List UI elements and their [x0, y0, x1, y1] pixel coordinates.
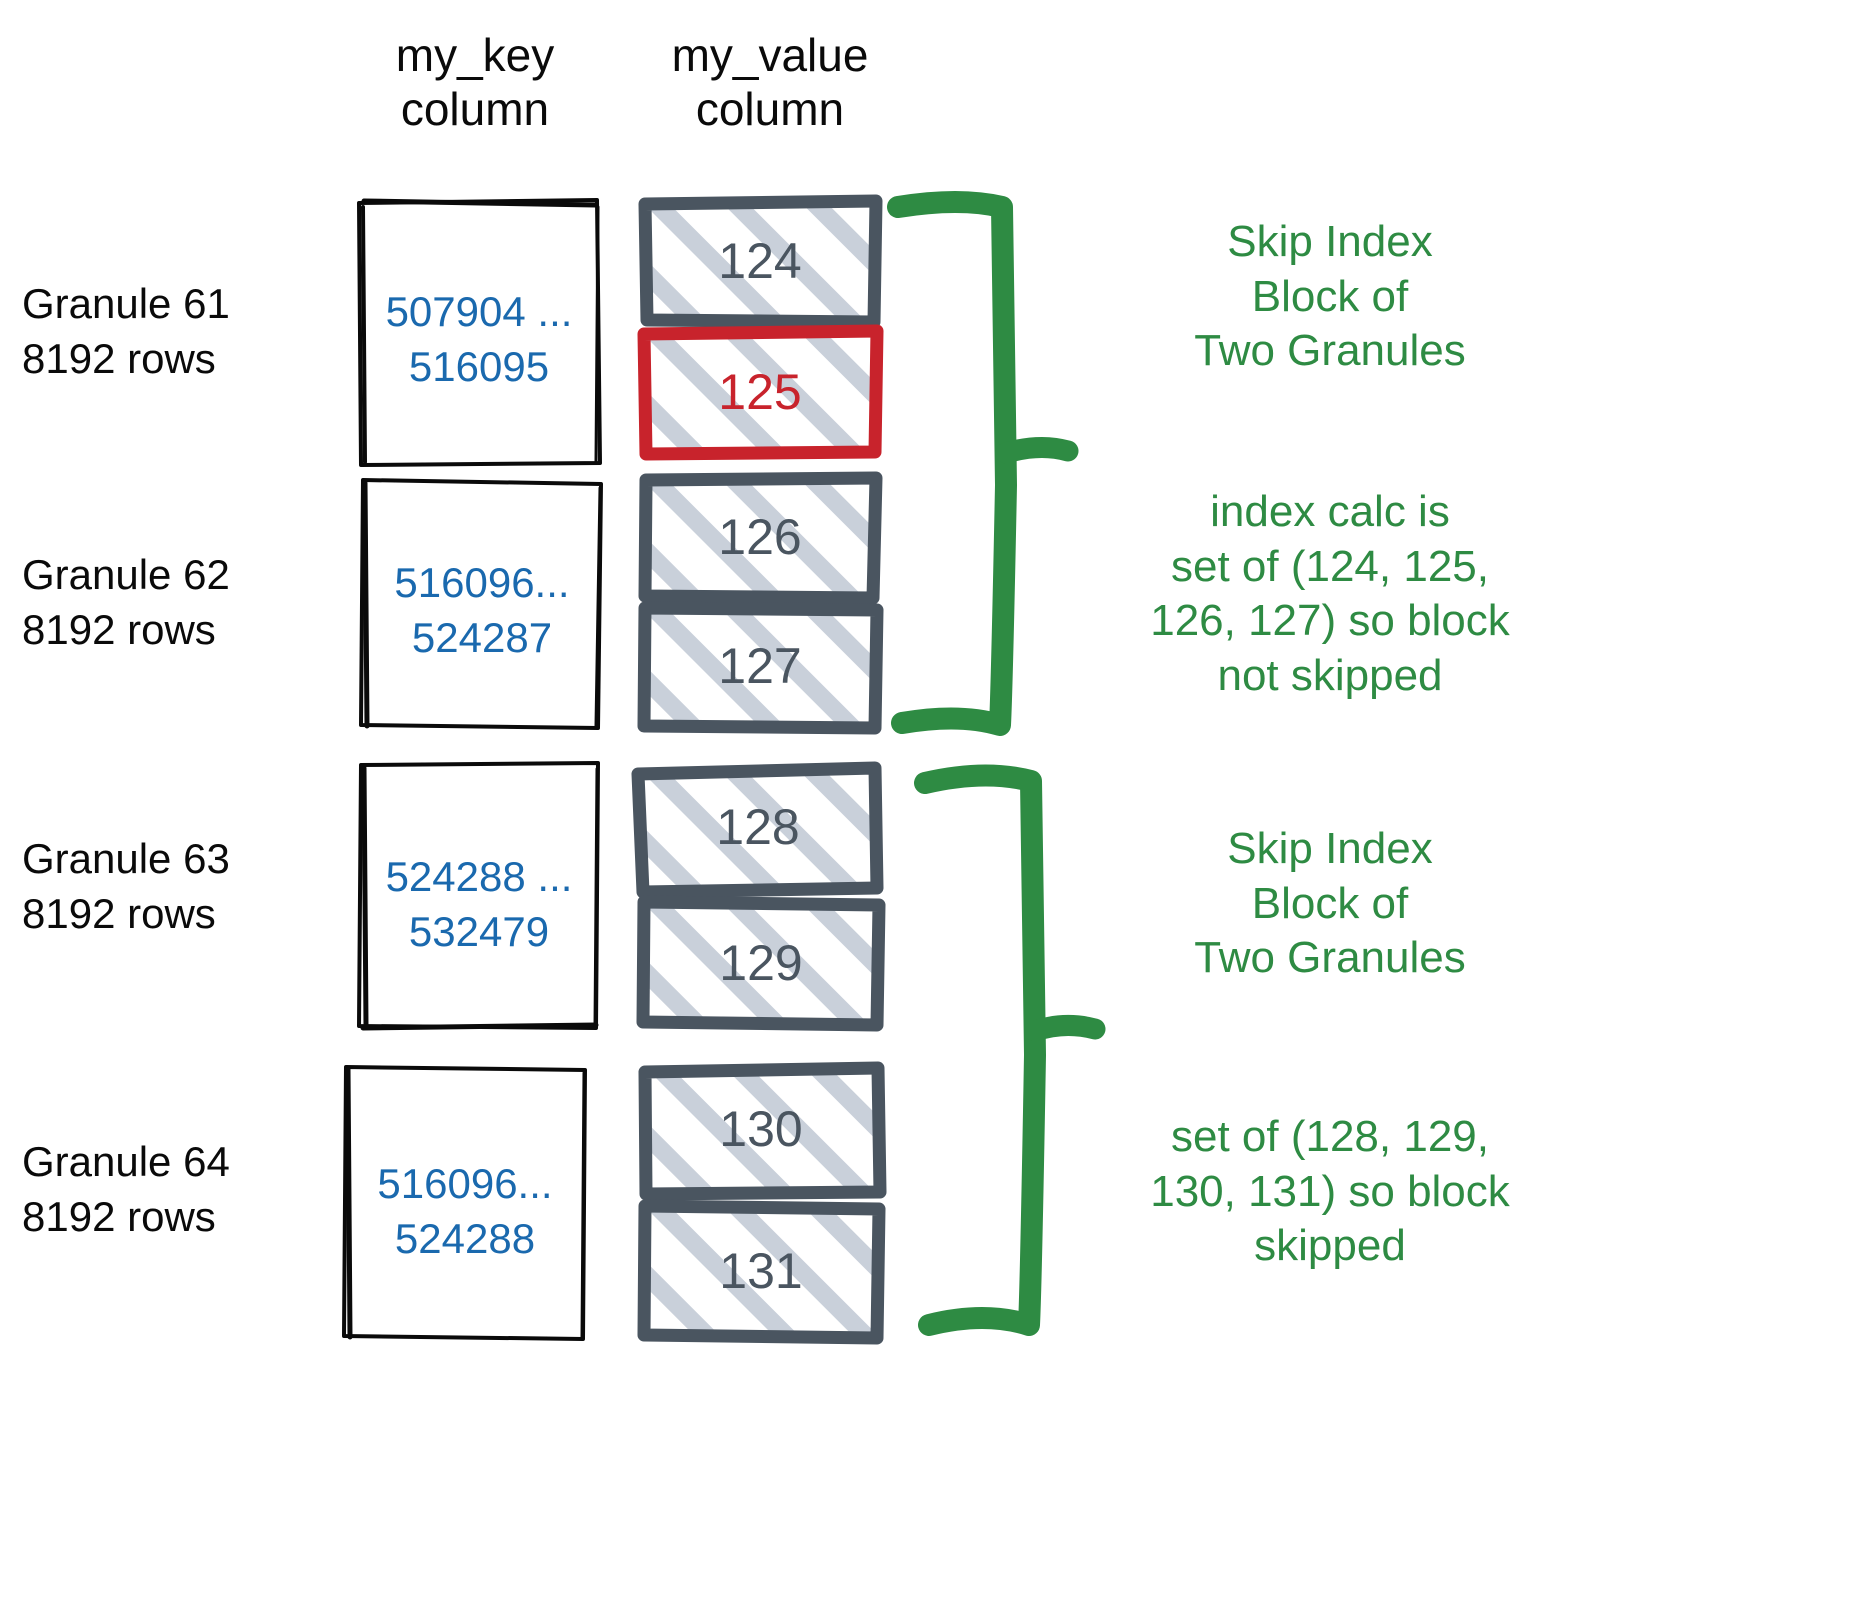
value-text-127: 127 [718, 638, 802, 694]
value-box-126: 126 [636, 471, 884, 605]
granule-label-61: Granule 61 8192 rows [22, 280, 230, 382]
granule-label-64: Granule 64 8192 rows [22, 1138, 230, 1240]
note-index-calc-not-skipped: index calc is set of (124, 125, 126, 127… [1150, 487, 1510, 700]
key-range-granule-62: 516096... 524287 [394, 559, 570, 661]
skip-index-bracket-top [887, 191, 1079, 736]
value-text-130: 130 [719, 1101, 803, 1157]
key-box-granule-62: 516096... 524287 [358, 476, 606, 732]
value-box-130: 130 [636, 1058, 887, 1201]
value-text-128: 128 [716, 799, 800, 855]
note-skip-index-block-top: Skip Index Block of Two Granules [1194, 217, 1466, 376]
value-text-126: 126 [718, 509, 802, 565]
note-skip-index-block-bottom: Skip Index Block of Two Granules [1194, 824, 1466, 983]
column-header-my-key: my_key column [395, 29, 555, 136]
value-box-125: 125 [636, 324, 884, 461]
key-range-granule-63: 524288 ... 532479 [385, 853, 573, 955]
value-box-127: 127 [636, 601, 884, 735]
value-text-124: 124 [718, 233, 802, 289]
key-range-granule-64: 516096... 524288 [377, 1160, 553, 1262]
granule-label-62: Granule 62 8192 rows [22, 551, 230, 653]
column-header-my-value: my_value column [671, 29, 869, 136]
skip-index-bracket-bottom [914, 764, 1106, 1336]
value-box-128: 128 [631, 761, 884, 899]
value-box-124: 124 [636, 194, 884, 329]
value-box-131: 131 [636, 1198, 886, 1345]
key-box-granule-63: 524288 ... 532479 [355, 760, 603, 1032]
value-box-129: 129 [636, 895, 886, 1032]
key-box-granule-64: 516096... 524288 [340, 1063, 590, 1343]
value-text-131: 131 [719, 1243, 803, 1299]
value-text-125: 125 [718, 364, 802, 420]
note-set-of-block-skipped: set of (128, 129, 130, 131) so block ski… [1150, 1112, 1510, 1271]
value-text-129: 129 [719, 935, 803, 991]
key-box-granule-61: 507904 ... 516095 [355, 197, 603, 467]
key-range-granule-61: 507904 ... 516095 [385, 288, 573, 390]
granule-label-63: Granule 63 8192 rows [22, 835, 230, 937]
